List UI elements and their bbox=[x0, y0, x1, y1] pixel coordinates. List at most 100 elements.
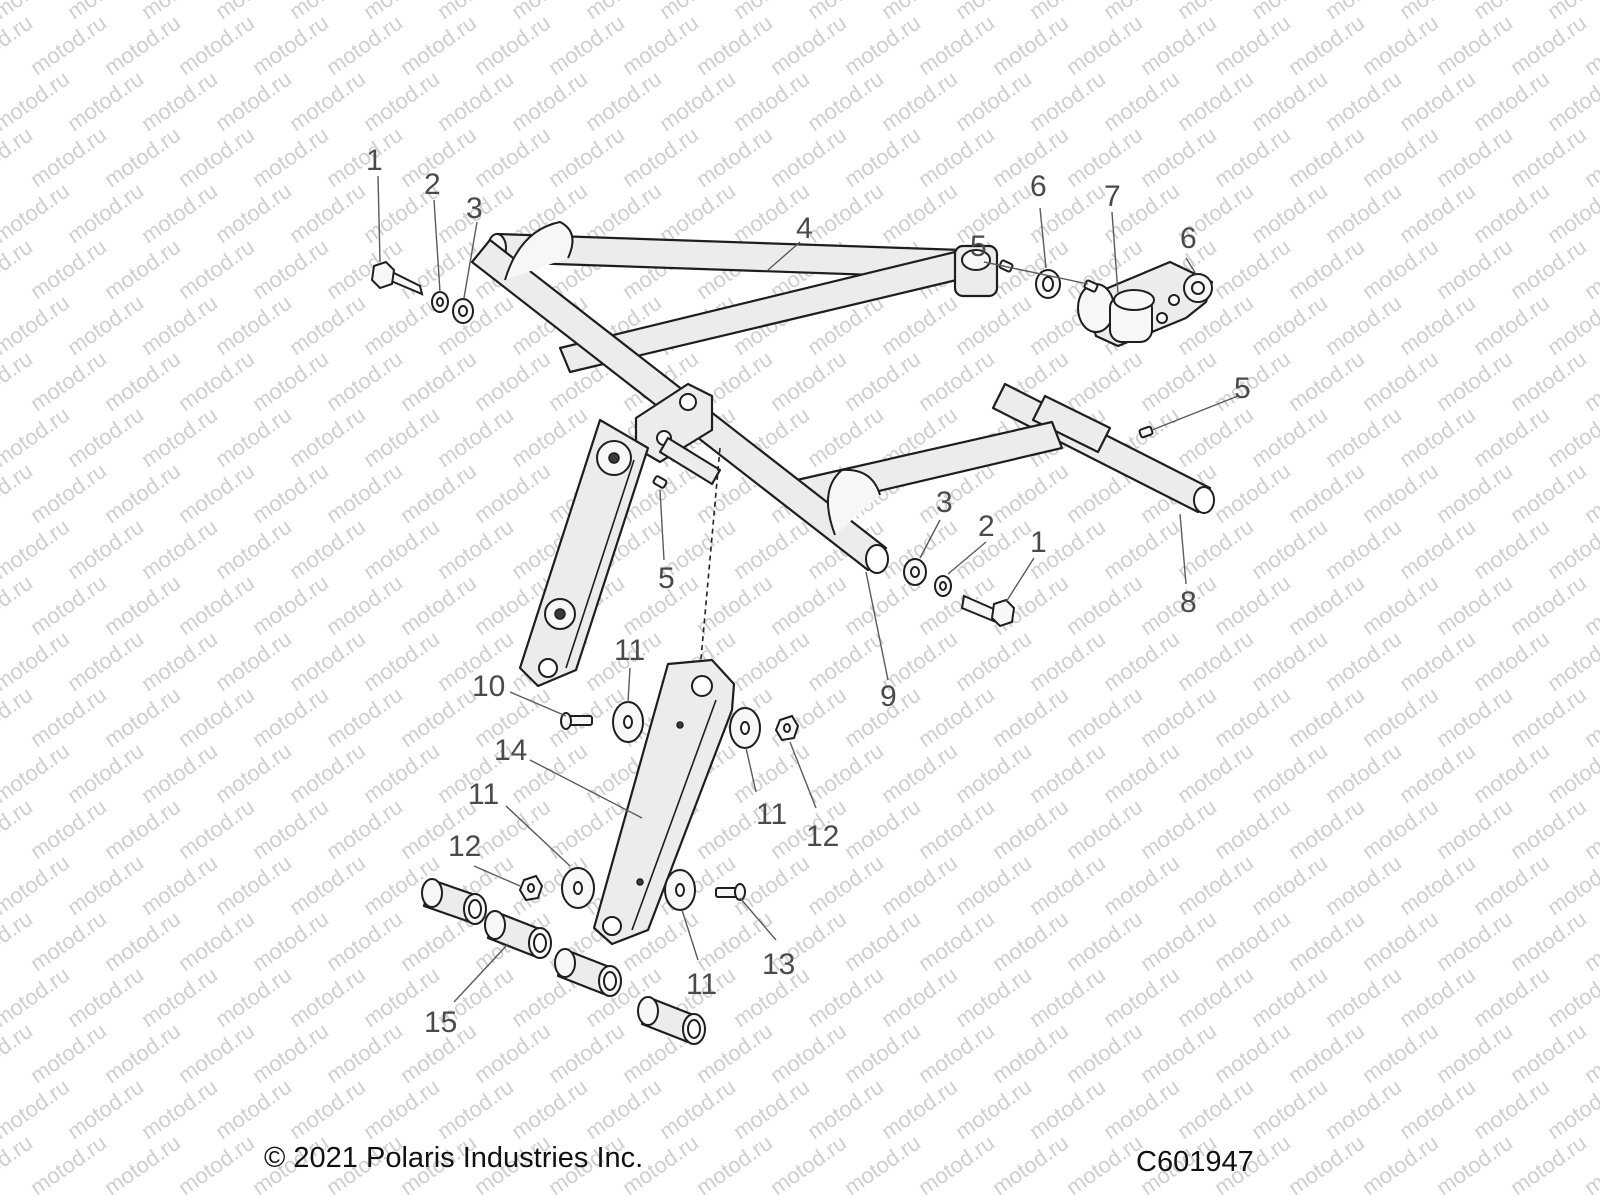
watermark-text: motod.ru bbox=[285, 514, 370, 584]
watermark-text: motod.ru bbox=[914, 682, 999, 752]
watermark-text: motod.ru bbox=[951, 1074, 1036, 1144]
callout-5-lower: 5 bbox=[658, 562, 675, 595]
watermark-text: motod.ru bbox=[692, 10, 777, 80]
watermark-text: motod.ru bbox=[1469, 626, 1554, 696]
watermark-text: motod.ru bbox=[1173, 0, 1258, 24]
watermark-text: motod.ru bbox=[137, 402, 222, 472]
watermark-text: motod.ru bbox=[914, 794, 999, 864]
watermark-text: motod.ru bbox=[581, 66, 666, 136]
watermark-text: motod.ru bbox=[1395, 66, 1480, 136]
watermark-text: motod.ru bbox=[211, 66, 296, 136]
watermark-text: motod.ru bbox=[100, 794, 185, 864]
watermark-text: motod.ru bbox=[211, 290, 296, 360]
watermark-text: motod.ru bbox=[1284, 10, 1369, 80]
watermark-text: motod.ru bbox=[470, 458, 555, 528]
watermark-text: motod.ru bbox=[1210, 906, 1295, 976]
watermark-text: motod.ru bbox=[100, 682, 185, 752]
watermark-text: motod.ru bbox=[1284, 346, 1369, 416]
watermark-text: motod.ru bbox=[544, 10, 629, 80]
watermark-text: motod.ru bbox=[1321, 0, 1406, 24]
watermark-text: motod.ru bbox=[248, 10, 333, 80]
watermark-text: motod.ru bbox=[26, 346, 111, 416]
watermark-text: motod.ru bbox=[1284, 458, 1369, 528]
watermark-text: motod.ru bbox=[1395, 514, 1480, 584]
watermark-text: motod.ru bbox=[359, 1074, 444, 1144]
watermark-text: motod.ru bbox=[1321, 626, 1406, 696]
watermark-text: motod.ru bbox=[100, 346, 185, 416]
front-tube-end bbox=[865, 544, 889, 574]
watermark-text: motod.ru bbox=[729, 626, 814, 696]
callout-15: 15 bbox=[424, 1006, 457, 1039]
watermark-text: motod.ru bbox=[211, 850, 296, 920]
watermark-text: motod.ru bbox=[433, 514, 518, 584]
watermark-text: motod.ru bbox=[1247, 850, 1332, 920]
watermark-text: motod.ru bbox=[1506, 682, 1591, 752]
watermark-text: motod.ru bbox=[988, 794, 1073, 864]
watermark-text: motod.ru bbox=[729, 66, 814, 136]
watermark-text: motod.ru bbox=[137, 962, 222, 1032]
watermark-text: motod.ru bbox=[100, 1018, 185, 1088]
watermark-text: motod.ru bbox=[396, 570, 481, 640]
watermark-text: motod.ru bbox=[951, 626, 1036, 696]
watermark-text: motod.ru bbox=[544, 1018, 629, 1088]
watermark-text: motod.ru bbox=[1358, 906, 1443, 976]
watermark-text: motod.ru bbox=[63, 626, 148, 696]
a-arm-frame bbox=[470, 220, 1215, 574]
watermark-text: motod.ru bbox=[322, 122, 407, 192]
callout-12-right: 12 bbox=[806, 820, 839, 853]
watermark-text: motod.ru bbox=[285, 178, 370, 248]
watermark-text: motod.ru bbox=[1136, 794, 1221, 864]
watermark-text: motod.ru bbox=[1358, 234, 1443, 304]
watermark-text: motod.ru bbox=[211, 178, 296, 248]
watermark-text: motod.ru bbox=[285, 738, 370, 808]
watermark-text: motod.ru bbox=[174, 234, 259, 304]
watermark-text: motod.ru bbox=[174, 122, 259, 192]
callout-7: 7 bbox=[1104, 180, 1121, 213]
watermark-text: motod.ru bbox=[1025, 626, 1110, 696]
watermark-text: motod.ru bbox=[1247, 178, 1332, 248]
bolt-part-13 bbox=[715, 883, 746, 901]
watermark-text: motod.ru bbox=[1469, 850, 1554, 920]
watermark-text: motod.ru bbox=[26, 794, 111, 864]
bushings-part-15 bbox=[421, 878, 706, 1045]
watermark-text: motod.ru bbox=[618, 10, 703, 80]
watermark-text: motod.ru bbox=[1469, 178, 1554, 248]
watermark-text: motod.ru bbox=[655, 66, 740, 136]
bolt-part-10 bbox=[560, 712, 593, 730]
watermark-text: motod.ru bbox=[1062, 794, 1147, 864]
watermark-text: motod.ru bbox=[1284, 906, 1369, 976]
watermark-text: motod.ru bbox=[285, 962, 370, 1032]
watermark-text: motod.ru bbox=[766, 1130, 851, 1200]
grease-fittings bbox=[652, 259, 1154, 489]
watermark-text: motod.ru bbox=[840, 906, 925, 976]
watermark-text: motod.ru bbox=[1395, 850, 1480, 920]
watermark-text: motod.ru bbox=[1136, 346, 1221, 416]
watermark-text: motod.ru bbox=[1173, 1074, 1258, 1144]
watermark-text: motod.ru bbox=[285, 626, 370, 696]
watermark-text: motod.ru bbox=[137, 1074, 222, 1144]
watermark-text: motod.ru bbox=[248, 906, 333, 976]
watermark-text: motod.ru bbox=[137, 738, 222, 808]
callout-labels: 1 2 3 4 5 6 7 6 5 3 2 1 8 5 9 10 11 14 1… bbox=[366, 144, 1251, 1039]
watermark-text: motod.ru bbox=[248, 794, 333, 864]
watermark-text: motod.ru bbox=[729, 0, 814, 24]
watermark-text: motod.ru bbox=[26, 10, 111, 80]
watermark-text: motod.ru bbox=[581, 0, 666, 24]
watermark-text: motod.ru bbox=[1284, 682, 1369, 752]
watermark-text: motod.ru bbox=[1395, 738, 1480, 808]
watermark-text: motod.ru bbox=[1432, 1018, 1517, 1088]
pivot-bracket-part-7 bbox=[1077, 260, 1214, 348]
watermark-text: motod.ru bbox=[840, 794, 925, 864]
callout-3-right: 3 bbox=[936, 486, 953, 519]
washers-part-11 bbox=[561, 701, 761, 911]
watermark-text: motod.ru bbox=[1099, 66, 1184, 136]
watermark-text: motod.ru bbox=[1358, 122, 1443, 192]
callout-10: 10 bbox=[472, 670, 505, 703]
watermark-text: motod.ru bbox=[100, 122, 185, 192]
watermark-text: motod.ru bbox=[914, 906, 999, 976]
watermark-text: motod.ru bbox=[211, 514, 296, 584]
watermark-text: motod.ru bbox=[433, 402, 518, 472]
watermark-text: motod.ru bbox=[1099, 514, 1184, 584]
watermark-text: motod.ru bbox=[914, 1130, 999, 1200]
